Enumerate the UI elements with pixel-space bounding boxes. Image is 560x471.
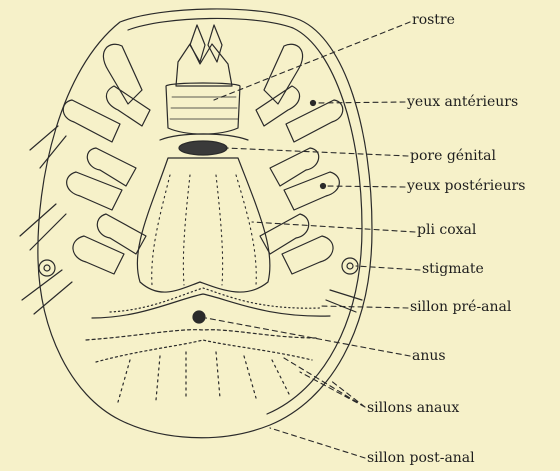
ventral-plate [137, 158, 270, 292]
anal-grooves [118, 352, 290, 402]
pre-anal-stipple [110, 288, 320, 312]
legs-left [20, 44, 150, 314]
label-pore-genital: pore génital [410, 148, 496, 164]
genital-pore [179, 141, 227, 155]
post-anal-groove [96, 340, 312, 362]
legs-right [256, 44, 362, 312]
anus-pore [193, 311, 205, 323]
coxal-fold-dots [152, 175, 257, 285]
label-sillon-pre-anal: sillon pré-anal [410, 299, 511, 315]
body-outline [38, 9, 372, 438]
label-sillons-anaux: sillons anaux [367, 400, 459, 416]
capitulum-lines [170, 97, 238, 119]
body-inner-outline [128, 18, 362, 414]
capitulum-base [166, 83, 240, 134]
label-anus: anus [412, 348, 446, 364]
label-yeux-posterieurs: yeux postérieurs [407, 178, 525, 194]
label-yeux-anterieurs: yeux antérieurs [407, 94, 518, 110]
label-sillon-post-anal: sillon post-anal [367, 450, 475, 466]
rostrum [190, 25, 222, 62]
label-rostre: rostre [412, 12, 455, 28]
label-pli-coxal: pli coxal [417, 222, 476, 238]
pre-anal-groove [92, 294, 330, 318]
anal-plate-line [86, 330, 318, 340]
genital-fold [160, 134, 248, 140]
label-stigmate: stigmate [422, 261, 484, 277]
